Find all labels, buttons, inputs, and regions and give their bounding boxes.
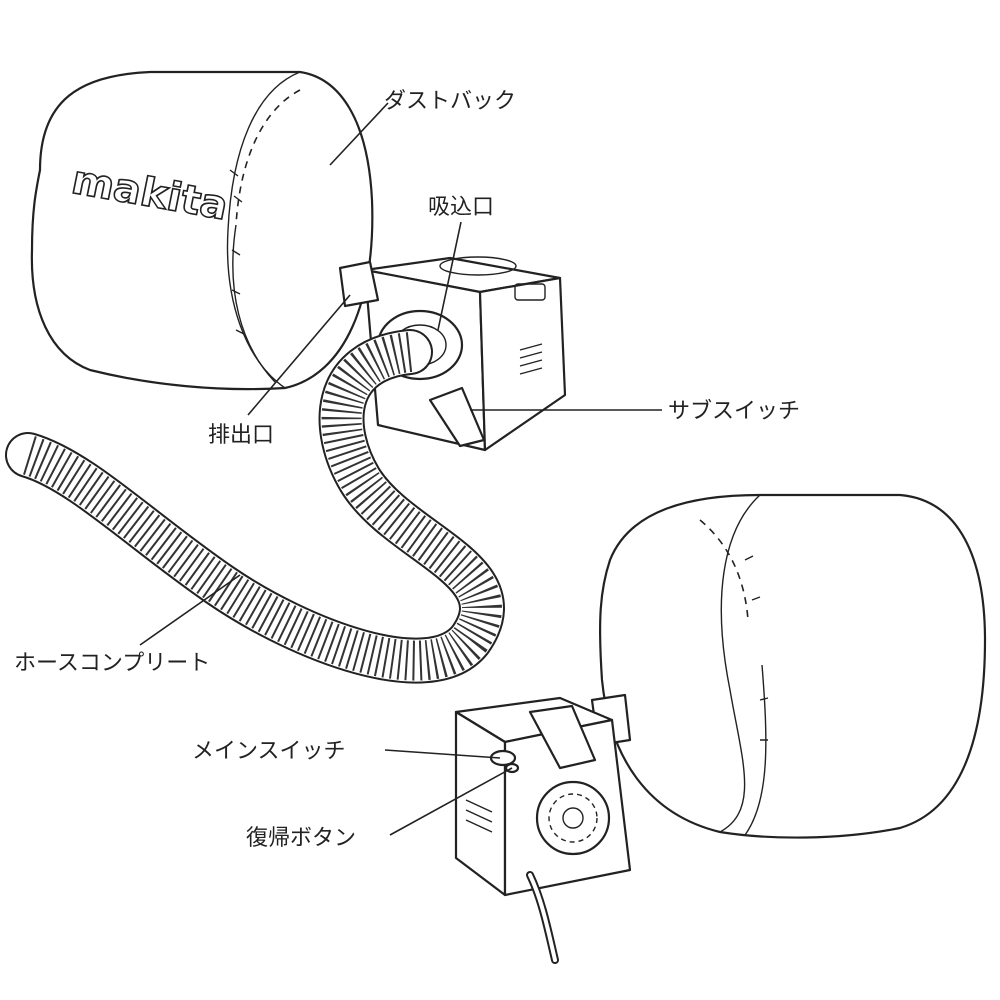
label-sub-switch: サブスイッチ — [668, 399, 800, 424]
leader-hose — [139, 574, 241, 646]
hose — [5, 329, 505, 684]
label-exhaust-port: 排出口 — [208, 423, 274, 448]
leader-intake-port — [437, 221, 462, 331]
dust-bag-bottom — [590, 493, 987, 839]
label-reset-button: 復帰ボタン — [246, 826, 356, 851]
label-dust-bag: ダストバック — [384, 89, 516, 114]
leader-dust-bag — [329, 102, 389, 166]
leader-main-switch — [384, 749, 501, 759]
label-main-switch: メインスイッチ — [192, 739, 346, 764]
label-hose-complete: ホースコンプリート — [14, 651, 210, 676]
label-intake-port: 吸込口 — [428, 195, 494, 220]
dust-bag-top: makita — [30, 70, 374, 391]
motor-unit-bottom — [454, 696, 632, 964]
leader-reset-button — [389, 767, 513, 836]
leader-exhaust-port — [247, 294, 351, 416]
